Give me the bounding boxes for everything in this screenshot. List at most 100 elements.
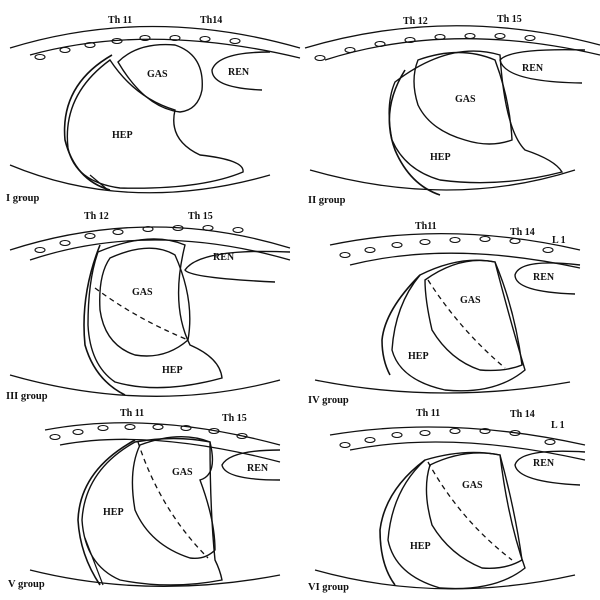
abdominal-wall-line xyxy=(10,375,280,396)
group-label: I group xyxy=(6,193,40,204)
panel-group-4: Th11 Th 14 L 1 GAS REN HEP IV group xyxy=(300,200,600,406)
vertebra xyxy=(153,425,163,430)
vertebra-row xyxy=(340,429,555,448)
organ-label-gas: GAS xyxy=(460,295,481,306)
body-wall-outer-line xyxy=(305,26,600,48)
vertebra xyxy=(60,241,70,246)
body-wall-outer-line xyxy=(10,27,300,49)
diaphragm-line xyxy=(78,440,135,585)
vertebra-label-start: Th11 xyxy=(415,221,437,232)
body-wall-outer-line xyxy=(330,427,585,445)
vertebra xyxy=(181,426,191,431)
kidney-outline xyxy=(515,451,585,485)
organ-label-gas: GAS xyxy=(462,480,483,491)
abdominal-wall-line xyxy=(310,170,575,190)
body-wall-inner-line xyxy=(325,39,600,60)
vertebra-label-end: Th 15 xyxy=(497,14,522,25)
vertebra xyxy=(203,226,213,231)
vertebra-label-end: L 1 xyxy=(551,420,565,431)
panel-group-3: Th 12 Th 15 GAS REN HEP III group xyxy=(0,200,300,402)
organ-label-ren: REN xyxy=(213,252,235,263)
vertebra xyxy=(233,228,243,233)
organ-label-ren: REN xyxy=(247,463,269,474)
gastric-dashed-boundary xyxy=(138,442,208,558)
body-wall-outer-line xyxy=(45,423,280,445)
diaphragm-line xyxy=(65,55,112,190)
organ-label-gas: GAS xyxy=(147,69,168,80)
vertebra-row xyxy=(340,237,553,258)
vertebra xyxy=(237,434,247,439)
stomach-outline xyxy=(132,437,215,559)
vertebra xyxy=(510,431,520,436)
organ-label-hep: HEP xyxy=(112,130,133,141)
vertebra-label-end: Th14 xyxy=(200,15,223,26)
kidney-outline xyxy=(515,263,580,294)
panel-6-drawing xyxy=(300,400,600,600)
vertebra xyxy=(113,230,123,235)
panel-4-drawing xyxy=(300,200,600,400)
organ-label-gas: GAS xyxy=(132,287,153,298)
panel-group-6: Th 11 Th 14 L 1 GAS REN HEP VI group xyxy=(300,400,600,600)
abdominal-wall-line xyxy=(10,165,270,193)
vertebra-label-start: Th 11 xyxy=(120,408,145,419)
vertebra-row xyxy=(50,425,247,440)
vertebra xyxy=(545,440,555,445)
panel-group-1: Th 11 Th14 GAS REN HEP I group xyxy=(0,0,300,204)
body-wall-inner-line xyxy=(350,442,585,460)
vertebra xyxy=(170,36,180,41)
body-wall-outer-line xyxy=(330,234,580,250)
diaphragm-line xyxy=(380,460,425,585)
vertebra-label-start: Th 11 xyxy=(108,15,133,26)
organ-label-ren: REN xyxy=(533,458,555,469)
vertebra xyxy=(200,37,210,42)
vertebra xyxy=(85,234,95,239)
body-wall-inner-line xyxy=(30,39,300,58)
panel-group-5: Th 11 Th 15 GAS REN HEP V group xyxy=(0,400,300,600)
vertebra-row xyxy=(35,226,243,253)
vertebra xyxy=(35,55,45,60)
organ-label-gas: GAS xyxy=(172,467,193,478)
vertebra xyxy=(112,39,122,44)
vertebra xyxy=(543,248,553,253)
vertebra xyxy=(420,431,430,436)
vertebra xyxy=(365,248,375,253)
vertebra xyxy=(340,443,350,448)
vertebra-label-mid: Th 14 xyxy=(510,227,535,238)
body-wall-inner-line xyxy=(30,240,290,260)
vertebra xyxy=(392,433,402,438)
stomach-outline xyxy=(426,453,522,568)
vertebra xyxy=(140,36,150,41)
diaphragm-line xyxy=(382,275,420,375)
vertebra xyxy=(125,425,135,430)
stomach-outline xyxy=(118,45,202,112)
vertebra xyxy=(98,426,108,431)
abdominal-wall-line xyxy=(315,380,570,393)
body-wall-inner-line xyxy=(60,439,280,462)
vertebra xyxy=(340,253,350,258)
kidney-outline xyxy=(500,50,585,83)
vertebra xyxy=(392,243,402,248)
gastric-dashed-boundary xyxy=(428,280,505,368)
liver-outline xyxy=(88,239,222,388)
vertebra xyxy=(405,38,415,43)
vertebra-label-end: Th 15 xyxy=(188,211,213,222)
vertebra xyxy=(85,43,95,48)
organ-label-hep: HEP xyxy=(408,351,429,362)
vertebra xyxy=(480,429,490,434)
panel-1-drawing xyxy=(0,0,300,200)
vertebra xyxy=(450,238,460,243)
vertebra xyxy=(525,36,535,41)
vertebra xyxy=(60,48,70,53)
liver-outline xyxy=(389,51,562,183)
body-wall-inner-line xyxy=(350,253,580,268)
group-label: II group xyxy=(308,195,346,206)
panel-3-drawing xyxy=(0,200,300,400)
diaphragm-line xyxy=(389,70,440,195)
rib-stub xyxy=(85,538,103,585)
vertebra xyxy=(450,429,460,434)
vertebra-label-start: Th 12 xyxy=(84,211,109,222)
abdominal-wall-line xyxy=(30,570,280,586)
liver-outline xyxy=(67,60,243,188)
vertebra xyxy=(35,248,45,253)
